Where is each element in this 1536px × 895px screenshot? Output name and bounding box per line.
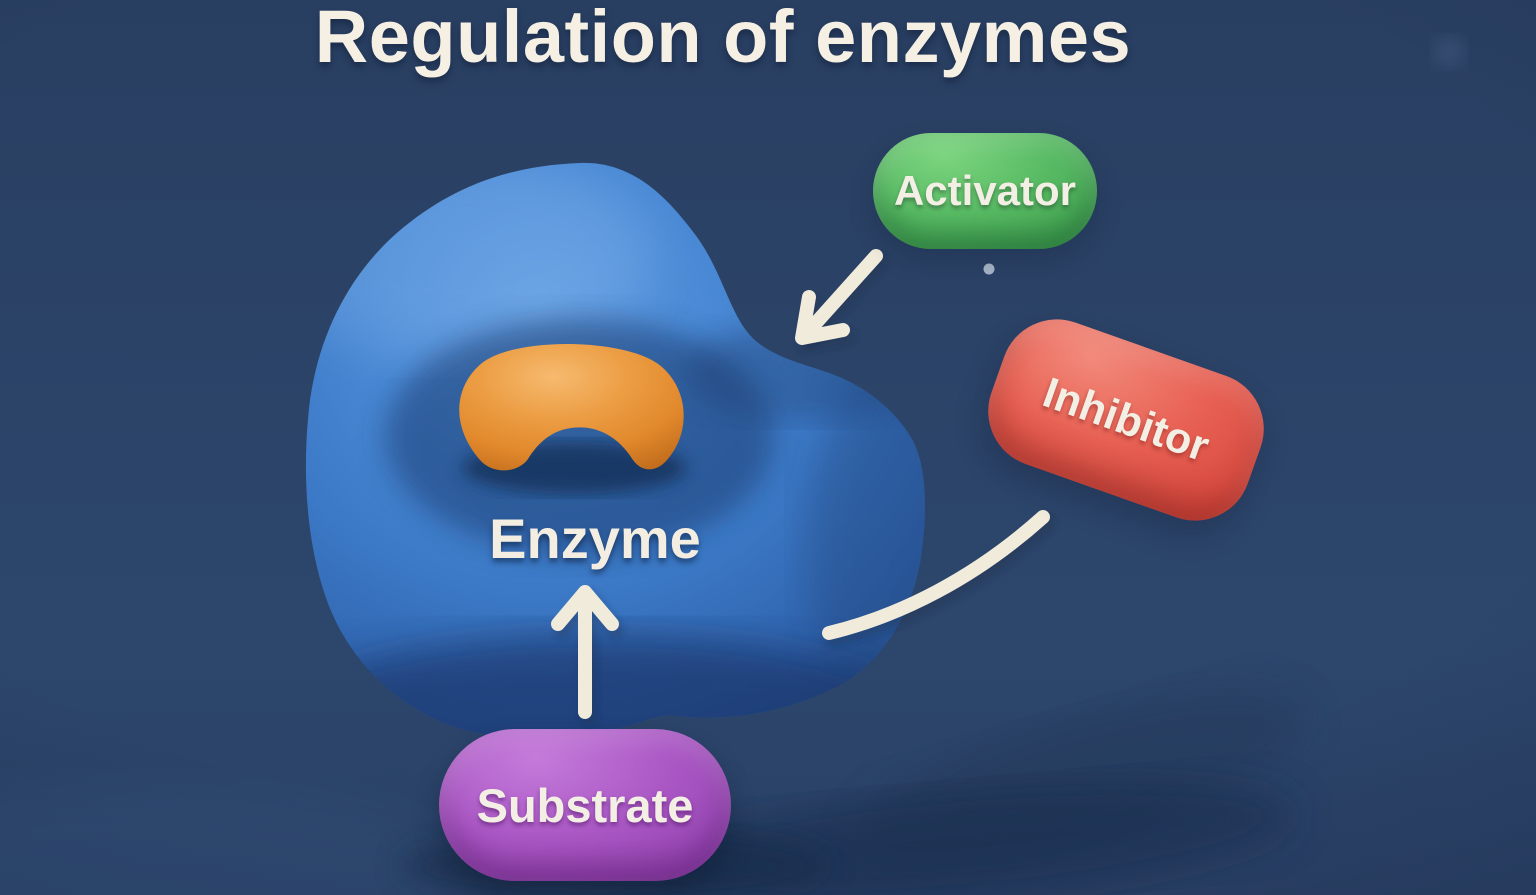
background-dot bbox=[983, 263, 995, 275]
activator-arrow-icon bbox=[795, 249, 883, 345]
substrate-arrow-icon bbox=[551, 585, 619, 719]
activator-pill: Activator bbox=[873, 133, 1097, 249]
enzyme-label: Enzyme bbox=[489, 507, 701, 570]
active-site bbox=[459, 343, 684, 471]
page-title: Regulation of enzymes bbox=[314, 0, 1132, 78]
activator-label: Activator bbox=[893, 167, 1077, 214]
inhibitor-label: Inhibitor bbox=[1037, 368, 1216, 471]
substrate-pill: Substrate bbox=[439, 729, 731, 881]
inhibitor-connector-line bbox=[822, 510, 1050, 640]
enzyme-blob bbox=[305, 162, 925, 738]
substrate-label: Substrate bbox=[476, 778, 694, 832]
background-smudge bbox=[1433, 36, 1465, 68]
blob-foot-shade bbox=[305, 634, 925, 738]
